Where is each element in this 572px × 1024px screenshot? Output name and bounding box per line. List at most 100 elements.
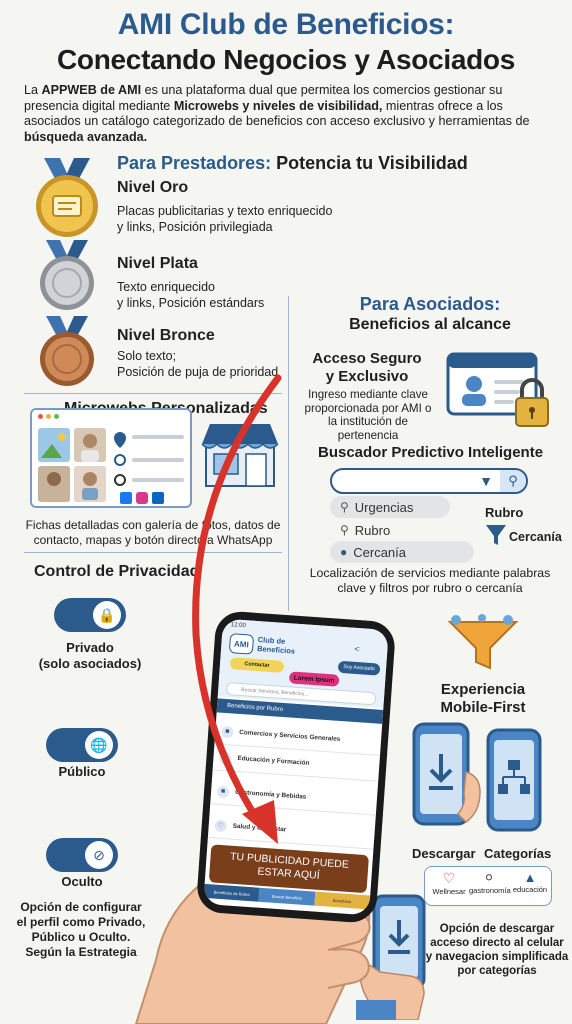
rubro-filter-label: Rubro [485, 505, 524, 520]
globe-icon: 🌐 [85, 731, 113, 759]
search-option-label: Urgencias [354, 499, 414, 515]
intro-text: La [24, 83, 42, 97]
search-icon[interactable]: ⚲ [500, 470, 526, 492]
intro-bold: búsqueda avanzada. [24, 129, 148, 144]
heart-icon: ♡ [442, 870, 456, 886]
acceso-desc-line: proporcionada por AMI o [304, 401, 432, 415]
buscador-desc: Localización de servicios mediante palab… [300, 566, 560, 595]
search-option-rubro[interactable]: ⚲ Rubro [330, 519, 450, 541]
app-tab[interactable]: Buscar Beneficio [258, 887, 316, 906]
mobile-title: Experiencia Mobile-First [418, 681, 548, 717]
category-chip-label: Wellnesar [432, 887, 466, 896]
column-divider [288, 296, 289, 611]
prestadores-heading-rest: Potencia tu Visibilidad [271, 153, 468, 173]
privado-sublabel: (solo asociados) [38, 656, 142, 671]
funnel-icon [486, 525, 506, 545]
privacidad-desc-line: el perfil como Privado, [16, 915, 146, 929]
mobile-desc-line: por categorías [457, 965, 537, 977]
eye-off-icon: ⊘ [85, 841, 113, 869]
id-card-lock-icon [446, 352, 549, 427]
category-chip-label: educación [512, 885, 548, 894]
privacidad-desc-line: Opción de configurar [20, 900, 142, 914]
level-silver-desc-line: y links, Posición estándars [117, 296, 265, 310]
asociados-heading: Para Asociados: [359, 294, 501, 314]
mobile-title-line: Mobile-First [440, 699, 526, 716]
oculto-label: Oculto [61, 874, 103, 889]
page-subtitle: Conectando Negocios y Asociados [57, 44, 515, 75]
cercania-filter-label: Cercanía [509, 530, 562, 544]
search-option-cercania[interactable]: ● Cercanía [330, 541, 474, 563]
level-silver-desc-line: Texto enriquecido [117, 280, 215, 294]
microwebs-desc-line: contacto, mapas y botón directo a WhatsA… [33, 533, 273, 547]
mobile-desc: Opción de descargar acceso directo al ce… [424, 922, 570, 978]
mobile-desc-line: Opción de descargar [439, 923, 555, 935]
categorias-label: Categorías [484, 846, 552, 861]
acceso-title-line: Acceso Seguro [312, 350, 422, 367]
associate-button[interactable]: Soy Asociado [337, 660, 381, 676]
intro-bold: Microwebs y niveles de visibilidad, [173, 98, 383, 113]
category-chip-educacion[interactable]: ▲ educación [511, 870, 549, 894]
filter-icon[interactable]: ▼ [479, 473, 493, 489]
intro-bold: APPWEB de AMI [41, 83, 142, 97]
search-option-label: Rubro [354, 522, 391, 538]
publico-toggle[interactable]: 🌐 [46, 728, 118, 762]
acceso-desc: Ingreso mediante clave proporcionada por… [298, 388, 438, 442]
photo-gallery-icon [38, 428, 106, 502]
oculto-toggle[interactable]: ⊘ [46, 838, 118, 872]
category-chip-wellness[interactable]: ♡ Wellnesar [431, 870, 467, 896]
level-gold-desc-line: y links, Posición privilegiada [117, 220, 273, 234]
acceso-desc-line: la institución de pertenencia [328, 415, 408, 442]
privacidad-desc: Opción de configurar el perfil como Priv… [6, 900, 156, 960]
cutlery-icon: ⚪ [483, 870, 495, 885]
share-icon[interactable]: < [354, 643, 360, 655]
level-silver-title: Nivel Plata [117, 255, 198, 272]
section-divider [24, 393, 282, 394]
acceso-title-line: y Exclusivo [325, 368, 409, 385]
hand-download-phone-icon [356, 894, 426, 1020]
category-chips-card: ♡ Wellnesar ⚪ gastronomía ▲ educación [424, 866, 552, 906]
search-option-urgencias[interactable]: ⚲ Urgencias [330, 496, 450, 518]
privado-toggle[interactable]: 🔒 [54, 598, 126, 632]
intro-paragraph: La APPWEB de AMI es una plataforma dual … [24, 83, 554, 145]
window-dots [38, 414, 59, 419]
privado-label: Privado [66, 640, 114, 655]
buscador-title: Buscador Predictivo Inteligente [318, 444, 544, 461]
search-option-label: Cercanía [353, 544, 406, 560]
asociados-subheading: Beneficios al alcance [349, 316, 511, 333]
level-silver-desc: Texto enriquecido y links, Posición está… [117, 279, 264, 311]
mobile-title-line: Experiencia [440, 681, 526, 698]
microwebs-desc-line: Fichas detalladas con galería de fotos, … [25, 518, 281, 532]
level-gold-desc-line: Placas publicitarias y texto enriquecido [117, 204, 333, 218]
level-bronze-desc-line: Solo texto; [117, 349, 177, 363]
funnel-categories-icon [447, 614, 519, 670]
search-icon: ⚲ [340, 500, 349, 514]
contact-info-icon [114, 432, 184, 504]
publico-label: Público [58, 764, 106, 779]
app-tab[interactable]: Beneficios [314, 891, 371, 910]
buscador-desc-line: Localización de servicios mediante palab… [309, 566, 551, 580]
download-phone-icon [412, 722, 481, 826]
app-tab[interactable]: Beneficios de Rubro [203, 883, 260, 902]
gold-medal-icon [36, 158, 98, 237]
prestadores-heading-blue: Para Prestadores: [117, 153, 272, 173]
bronze-medal-icon [40, 316, 94, 386]
search-icon: ⚲ [340, 523, 349, 537]
section-divider [24, 552, 282, 553]
intro-text: es una plataforma dual que permitea los … [24, 83, 503, 113]
category-chip-label: gastronomía [469, 886, 511, 895]
intro-text: mientras ofrece a los asociados un catál… [24, 98, 530, 129]
category-chip-gastronomia[interactable]: ⚪ gastronomía [469, 870, 511, 895]
search-input[interactable] [330, 468, 528, 494]
location-pin-icon: ● [340, 545, 348, 559]
acceso-desc-line: Ingreso mediante clave [308, 388, 428, 401]
descargar-label: Descargar [412, 846, 476, 861]
silver-medal-icon [40, 240, 94, 310]
graduation-cap-icon: ▲ [523, 870, 537, 885]
prestadores-heading: Para Prestadores: Potencia tu Visibilida… [117, 153, 468, 174]
mobile-desc-line: acceso directo al celular [430, 937, 564, 949]
acceso-title: Acceso Seguro y Exclusivo [300, 350, 434, 386]
microweb-card [30, 408, 192, 508]
categories-phone-icon [486, 728, 542, 832]
level-bronze-title: Nivel Bronce [117, 327, 215, 344]
level-gold-desc: Placas publicitarias y texto enriquecido… [117, 203, 332, 235]
